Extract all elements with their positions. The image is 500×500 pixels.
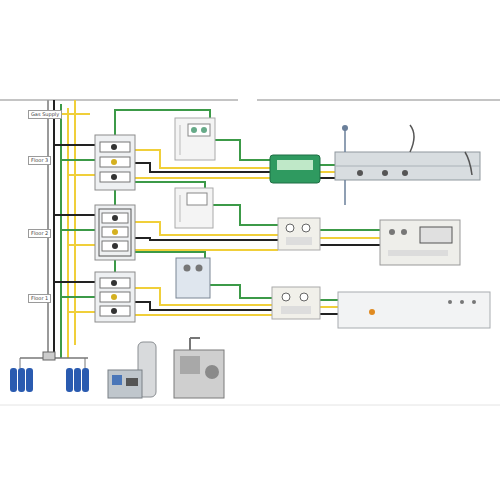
zone-valve-box: [272, 287, 320, 319]
air-compressor: [174, 338, 224, 398]
floor-tag: Floor 1: [28, 294, 51, 303]
alarm-panel: [175, 118, 215, 160]
alarm-panel: [175, 188, 213, 228]
valve-box: [95, 135, 135, 190]
wall-panel: [338, 292, 490, 328]
display-panel: [380, 220, 460, 265]
oxygen-generator: [108, 342, 156, 398]
bed-head-unit: [335, 125, 480, 205]
controller-box: [270, 155, 320, 183]
floor-tag: Floor 3: [28, 156, 51, 165]
floor-tag: Gas Supply: [28, 110, 62, 119]
alarm-panel: [176, 258, 210, 298]
zone-valve-box: [278, 218, 320, 250]
gas-cylinders: [10, 352, 89, 392]
valve-box: [95, 272, 135, 322]
floor-tag: Floor 2: [28, 229, 51, 238]
valve-box: [95, 205, 135, 260]
